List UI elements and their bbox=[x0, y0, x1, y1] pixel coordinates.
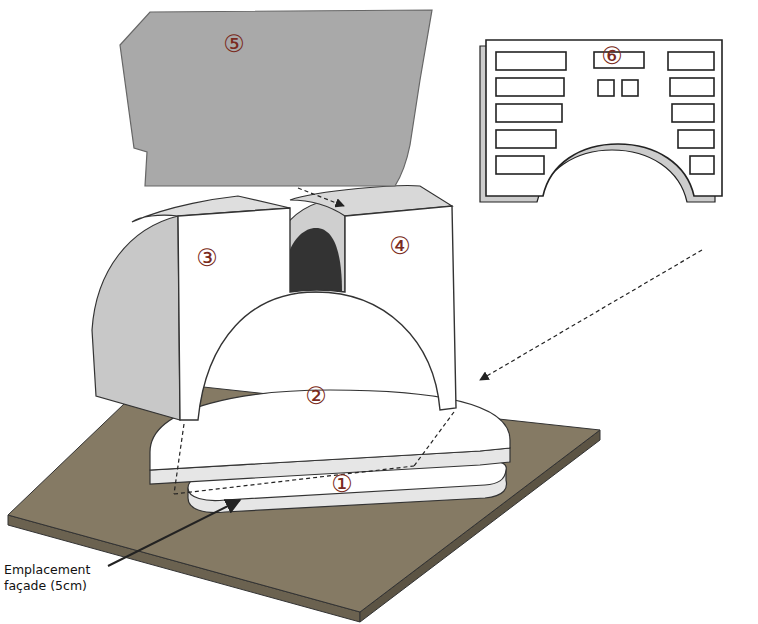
callout-number: ② bbox=[305, 384, 327, 408]
arch-front-face bbox=[178, 206, 456, 420]
callout-number: ③ bbox=[196, 246, 218, 270]
callout-label: Emplacement façade (5cm) bbox=[4, 562, 104, 594]
leader-lines bbox=[108, 188, 702, 566]
callout-number: ④ bbox=[389, 234, 411, 258]
base-plate bbox=[8, 381, 600, 622]
facade-panel bbox=[480, 40, 722, 202]
callout-number: ⑥ bbox=[601, 44, 623, 68]
dome-lid bbox=[120, 10, 432, 186]
callout-number: ⑤ bbox=[223, 32, 245, 56]
callout-number: ① bbox=[331, 472, 353, 496]
